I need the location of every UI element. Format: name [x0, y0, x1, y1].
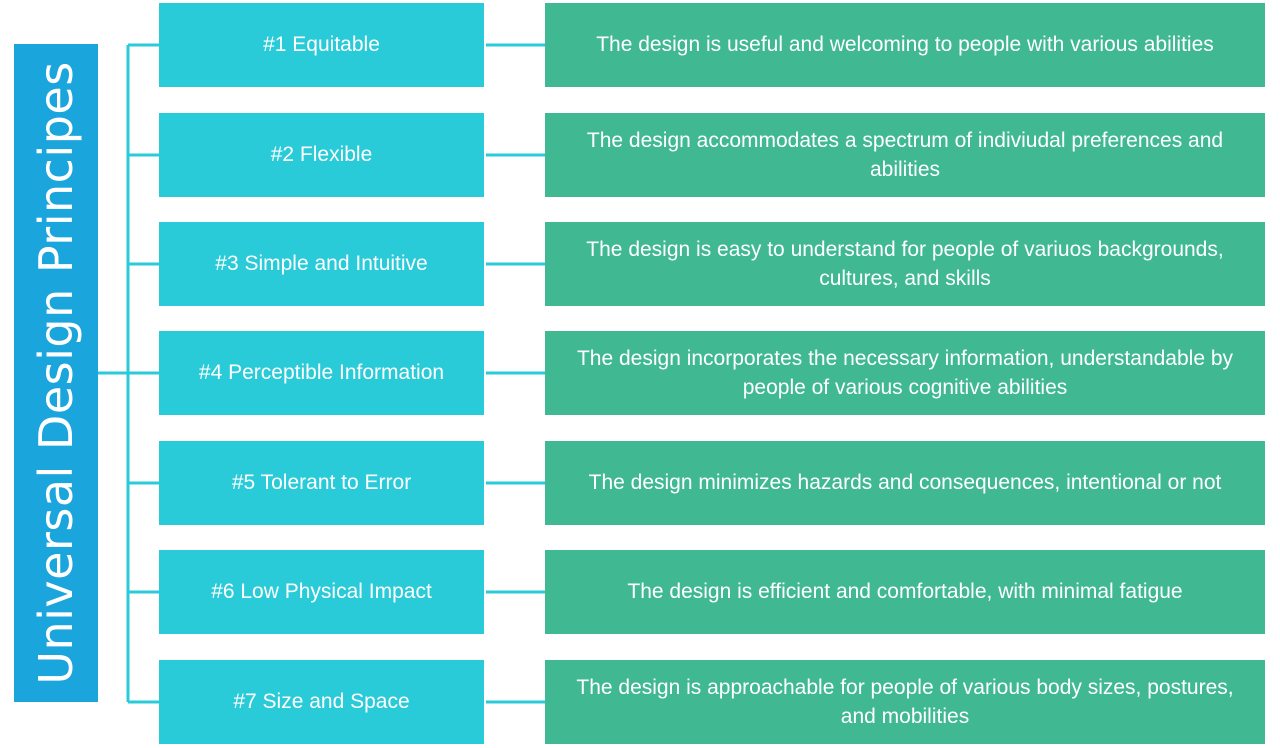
principle-box: #7 Size and Space	[159, 660, 484, 744]
description-text: The design is efficient and comfortable,…	[627, 580, 1183, 604]
root-node: Universal Design Principes	[14, 44, 98, 702]
description-box: The design incorporates the necessary in…	[545, 331, 1265, 415]
description-box: The design is efficient and comfortable,…	[545, 550, 1265, 634]
description-text: The design is approachable for people of…	[576, 675, 1234, 728]
principle-box: #6 Low Physical Impact	[159, 550, 484, 634]
principle-box: #5 Tolerant to Error	[159, 441, 484, 525]
principle-box: #4 Perceptible Information	[159, 331, 484, 415]
description-box: The design is useful and welcoming to pe…	[545, 3, 1265, 87]
description-box: The design is approachable for people of…	[545, 660, 1265, 744]
principle-label: #5 Tolerant to Error	[231, 471, 412, 494]
description-text: The design accommodates a spectrum of in…	[586, 128, 1224, 181]
description-text: The design is useful and welcoming to pe…	[596, 33, 1214, 57]
principle-box: #1 Equitable	[159, 3, 484, 87]
principle-label: #3 Simple and Intuitive	[215, 252, 428, 275]
description-box: The design accommodates a spectrum of in…	[545, 113, 1265, 197]
description-box: The design minimizes hazards and consequ…	[545, 441, 1265, 525]
principle-label: #2 Flexible	[270, 143, 373, 166]
description-text: The design is easy to understand for peo…	[586, 237, 1224, 290]
principle-box: #3 Simple and Intuitive	[159, 222, 484, 306]
description-text: The design incorporates the necessary in…	[576, 346, 1234, 399]
principle-label: #1 Equitable	[263, 33, 380, 56]
description-box: The design is easy to understand for peo…	[545, 222, 1265, 306]
principle-label: #7 Size and Space	[233, 690, 410, 713]
principle-box: #2 Flexible	[159, 113, 484, 197]
principle-label: #4 Perceptible Information	[198, 361, 445, 384]
description-text: The design minimizes hazards and consequ…	[588, 471, 1222, 495]
principle-label: #6 Low Physical Impact	[211, 580, 432, 603]
